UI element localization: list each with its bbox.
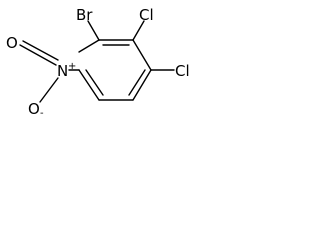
nitro-oxygen-lower-label: O bbox=[28, 100, 40, 118]
ring-bond-c1-c2 bbox=[78, 39, 100, 53]
ring-bond-c6-c1 bbox=[78, 69, 100, 101]
nitro-oxygen-upper-label: O bbox=[6, 34, 18, 52]
bond-n-o-upper-b bbox=[22, 40, 59, 61]
benzene-ring bbox=[78, 39, 152, 101]
bond-n-o-lower bbox=[39, 77, 59, 103]
bond-c2-br bbox=[87, 20, 100, 41]
bond-c3-cl bbox=[132, 20, 145, 41]
bond-n-o-upper-a bbox=[19, 44, 57, 66]
chlorine-lower-label: Cl bbox=[175, 62, 190, 80]
ring-double-bond-c6-c1 bbox=[85, 69, 104, 96]
chlorine-upper-label: Cl bbox=[139, 6, 154, 24]
nitro-nitrogen-charge: + bbox=[68, 61, 76, 72]
ring-bond-c3-c4 bbox=[132, 39, 152, 71]
bromine-label: Br bbox=[76, 6, 93, 24]
nitro-oxygen-lower-charge: - bbox=[40, 108, 44, 119]
nitro-nitrogen-label: N bbox=[57, 62, 68, 80]
ring-bond-c4-c5 bbox=[132, 69, 152, 101]
structure-diagram: Br Cl Cl N + O O - bbox=[6, 6, 190, 119]
ring-double-bond-c4-c5 bbox=[128, 69, 146, 96]
